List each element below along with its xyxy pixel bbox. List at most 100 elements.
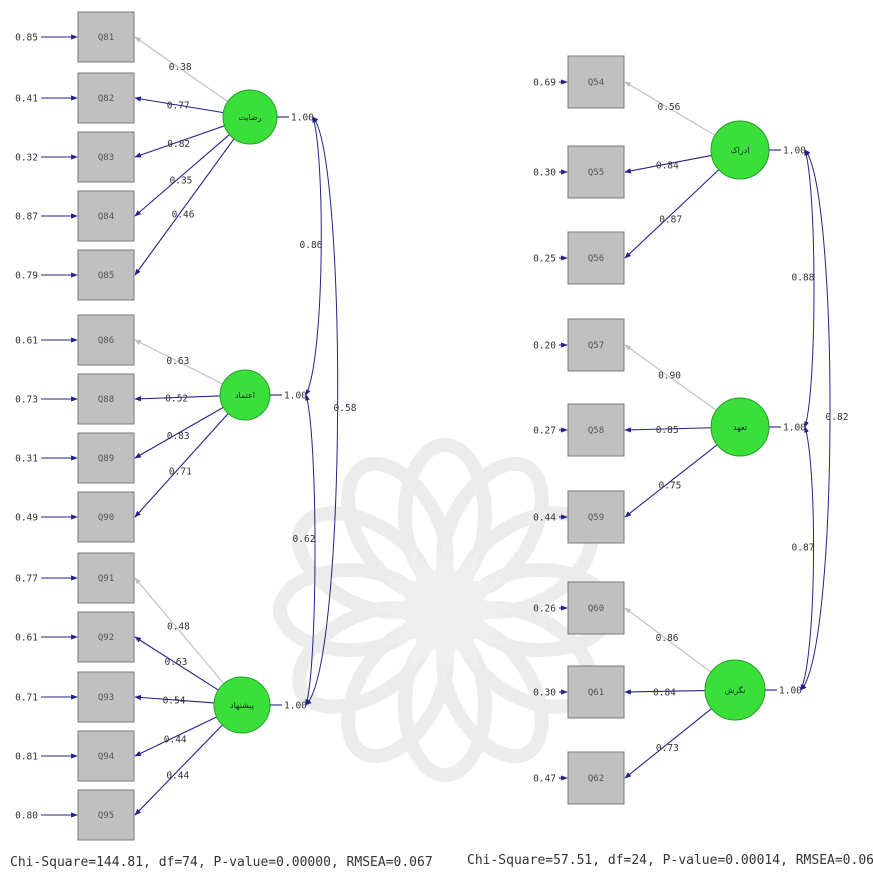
indicator-box bbox=[77, 373, 135, 425]
latent-label: نگرش bbox=[725, 685, 746, 695]
loading-label: 0.73 bbox=[656, 743, 679, 754]
loading-label: 0.75 bbox=[658, 480, 681, 491]
indicator-label: Q59 bbox=[588, 513, 604, 523]
loading-path bbox=[624, 427, 712, 433]
indicator-label: Q55 bbox=[588, 168, 604, 178]
latent-label: رضایت bbox=[238, 113, 261, 122]
correlation-label: 0.82 bbox=[826, 412, 849, 423]
indicator-label: Q61 bbox=[588, 688, 604, 698]
error-variance-label: 0.25 bbox=[533, 254, 556, 265]
indicator-box bbox=[77, 11, 135, 63]
watermark-petal bbox=[291, 601, 434, 714]
indicator-box bbox=[77, 314, 135, 366]
latent-label: تعهد bbox=[733, 423, 747, 432]
loading-label: 0.63 bbox=[166, 356, 189, 367]
indicator-label: Q86 bbox=[98, 336, 114, 346]
watermark-petal bbox=[398, 628, 492, 782]
loading-path bbox=[134, 138, 235, 276]
loading-path bbox=[134, 96, 224, 114]
indicator-box bbox=[77, 190, 135, 242]
error-variance-label: 0.27 bbox=[533, 426, 556, 437]
error-variance-label: 0.73 bbox=[15, 395, 38, 406]
error-variance-label: 0.26 bbox=[533, 604, 556, 615]
loading-path bbox=[134, 413, 229, 518]
correlation-label: 0.58 bbox=[334, 403, 357, 414]
variance-label: 1.00 bbox=[284, 701, 307, 712]
error-variance-label: 0.49 bbox=[15, 513, 38, 524]
indicator-label: Q82 bbox=[98, 94, 114, 104]
loading-path bbox=[134, 125, 225, 158]
loading-path bbox=[624, 81, 716, 136]
indicator-label: Q83 bbox=[98, 153, 114, 163]
indicator-label: Q95 bbox=[98, 811, 114, 821]
loading-path bbox=[134, 694, 215, 704]
indicator-box bbox=[77, 730, 135, 782]
indicator-label: Q94 bbox=[98, 752, 114, 762]
error-variance-label: 0.31 bbox=[15, 454, 38, 465]
variance-label: 1.00 bbox=[284, 391, 307, 402]
indicator-box bbox=[77, 432, 135, 484]
correlation-curve bbox=[305, 116, 339, 706]
loading-label: 0.48 bbox=[167, 622, 190, 633]
correlation-label: 0.86 bbox=[300, 240, 323, 251]
correlation-label: 0.87 bbox=[792, 543, 815, 554]
correlation-label: 0.62 bbox=[293, 534, 316, 545]
loading-label: 0.83 bbox=[167, 431, 190, 442]
error-variance-label: 0.87 bbox=[15, 212, 38, 223]
watermark-star-logo bbox=[273, 438, 617, 782]
watermark-petal bbox=[291, 506, 434, 619]
indicator-label: Q57 bbox=[588, 341, 604, 351]
loading-path bbox=[624, 444, 718, 518]
loading-label: 0.46 bbox=[172, 210, 195, 221]
loading-label: 0.84 bbox=[656, 161, 679, 172]
loading-path bbox=[624, 708, 712, 779]
latent-label: ادراک bbox=[730, 146, 749, 155]
variance-label: 1.00 bbox=[783, 146, 806, 157]
error-variance-label: 0.41 bbox=[15, 94, 38, 105]
indicator-box bbox=[77, 611, 135, 663]
loading-path bbox=[134, 134, 230, 217]
loading-label: 0.52 bbox=[165, 394, 188, 405]
latent-label: پیشنهاد bbox=[230, 701, 254, 710]
loading-label: 0.77 bbox=[167, 101, 190, 112]
error-variance-label: 0.81 bbox=[15, 752, 38, 763]
error-variance-label: 0.44 bbox=[533, 513, 556, 524]
indicator-box bbox=[77, 491, 135, 543]
watermark-center-star bbox=[375, 540, 515, 680]
loading-label: 0.38 bbox=[169, 62, 192, 73]
error-variance-label: 0.79 bbox=[15, 271, 38, 282]
error-variance-label: 0.71 bbox=[15, 693, 38, 704]
loading-label: 0.90 bbox=[658, 370, 681, 381]
loading-path bbox=[134, 36, 229, 103]
correlation-curve bbox=[800, 426, 815, 691]
left-fit-statistics: Chi-Square=144.81, df=74, P-value=0.0000… bbox=[10, 855, 433, 870]
correlation-curve bbox=[804, 149, 815, 428]
latent-label: اعتماد bbox=[235, 391, 255, 400]
loading-label: 0.56 bbox=[657, 102, 680, 113]
loading-path bbox=[624, 607, 712, 673]
loading-label: 0.85 bbox=[656, 425, 679, 436]
loading-path bbox=[134, 577, 225, 685]
error-variance-label: 0.61 bbox=[15, 633, 38, 644]
indicator-label: Q90 bbox=[98, 513, 114, 523]
indicator-box bbox=[567, 231, 625, 285]
indicator-box bbox=[567, 403, 625, 457]
indicator-box bbox=[77, 72, 135, 124]
loading-path bbox=[624, 169, 720, 259]
loading-label: 0.82 bbox=[167, 139, 190, 150]
watermark-petal bbox=[273, 563, 427, 657]
loading-label: 0.86 bbox=[656, 633, 679, 644]
right-fit-statistics: Chi-Square=57.51, df=24, P-value=0.00014… bbox=[467, 853, 873, 868]
correlation-curve bbox=[305, 394, 316, 706]
indicator-label: Q88 bbox=[98, 395, 114, 405]
error-variance-label: 0.69 bbox=[533, 78, 556, 89]
loading-label: 0.84 bbox=[653, 687, 676, 698]
indicator-box bbox=[77, 552, 135, 604]
